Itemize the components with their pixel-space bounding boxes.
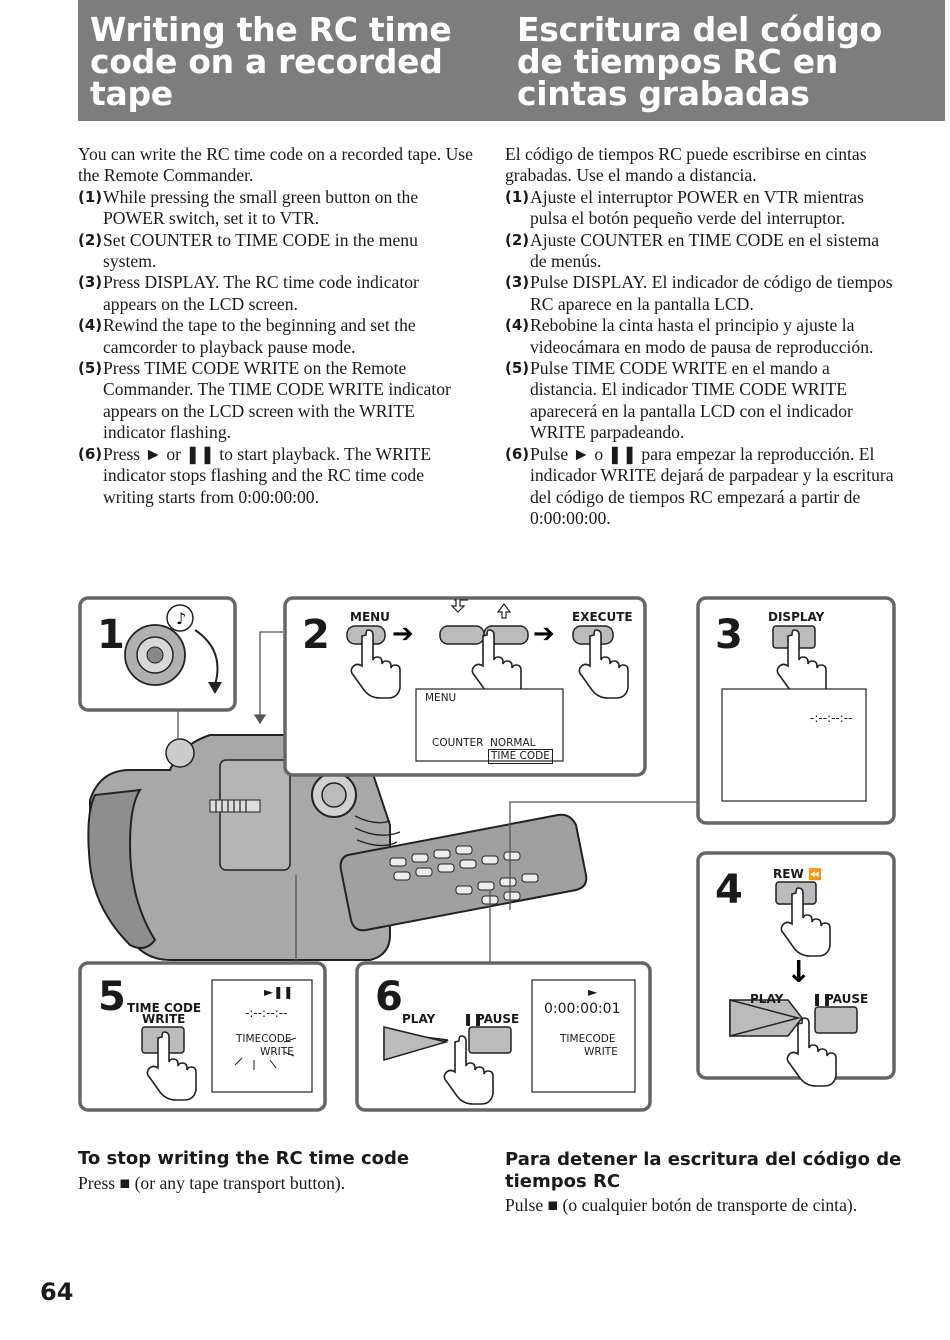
svg-text:♪: ♪ [176, 609, 186, 628]
step-number: (2) [505, 230, 530, 249]
list-item: (4)Rewind the tape to the beginning and … [78, 315, 473, 358]
screen5-time-code-value: -:--:--:-- [245, 1006, 288, 1020]
spanish-column: El código de tiempos RC puede escribirse… [505, 144, 900, 529]
step-text: Press TIME CODE WRITE on the Remote Comm… [103, 358, 451, 443]
menu-button-label: MENU [350, 610, 390, 624]
title-banner: Writing the RC time code on a recorded t… [78, 0, 945, 121]
illustration-drawing: ♪ ➔ ➔ ↓ [78, 596, 896, 1112]
step-number: (5) [78, 359, 103, 378]
time-code-write-label-line2: WRITE [142, 1012, 186, 1026]
list-item: (2)Set COUNTER to TIME CODE in the menu … [78, 230, 473, 273]
page-number: 64 [40, 1278, 74, 1306]
rew-button-label: REW [773, 867, 804, 881]
step-number: (3) [505, 273, 530, 292]
camcorder-drawing [87, 734, 401, 961]
step-text: Press DISPLAY. The RC time code indicato… [103, 272, 419, 314]
screen5-write-flashing: WRITE [260, 1046, 294, 1058]
list-item: (1)While pressing the small green button… [78, 187, 473, 230]
svg-text:➔: ➔ [392, 619, 414, 649]
play-icon: ► [588, 985, 598, 999]
step-text: Pulse ► o ❚❚ para empezar la reproducció… [530, 443, 894, 528]
english-intro: You can write the RC time code on a reco… [78, 144, 473, 186]
menu-screen-title: MENU [425, 692, 457, 704]
list-item: (5)Press TIME CODE WRITE on the Remote C… [78, 358, 473, 444]
spanish-steps: (1)Ajuste el interruptor POWER en VTR mi… [505, 187, 900, 530]
procedure-illustration: ♪ ➔ ➔ ↓ [70, 590, 910, 1120]
panel-5-number: 5 [98, 974, 126, 1020]
step-text: Pulse TIME CODE WRITE en el mando a dist… [530, 358, 853, 443]
english-column: You can write the RC time code on a reco… [78, 144, 473, 508]
step-text: Rebobine la cinta hasta el principio y a… [530, 315, 874, 357]
step-text: Ajuste el interruptor POWER en VTR mient… [530, 186, 864, 229]
time-code-write-label-line1: TIME CODE [127, 1001, 202, 1015]
stop-heading-english: To stop writing the RC time code [78, 1148, 410, 1169]
panel-4-number: 4 [715, 867, 743, 913]
step-text: Rewind the tape to the beginning and set… [103, 315, 416, 357]
page-title-spanish: Escritura del código de tiempos RC en ci… [517, 10, 882, 113]
screen6-write-label: WRITE [584, 1046, 618, 1058]
list-item: (3)Pulse DISPLAY. El indicador de código… [505, 272, 900, 315]
pause-button-label: PAUSE [476, 1012, 520, 1026]
step-number: (4) [505, 316, 530, 335]
english-steps: (1)While pressing the small green button… [78, 187, 473, 508]
spanish-intro: El código de tiempos RC puede escribirse… [505, 144, 867, 186]
list-item: (6)Pulse ► o ❚❚ para empezar la reproduc… [505, 444, 900, 530]
stop-heading-spanish: Para detener la escritura del código de … [505, 1149, 902, 1192]
list-item: (3)Press DISPLAY. The RC time code indic… [78, 272, 473, 315]
svg-text:➔: ➔ [533, 619, 555, 649]
pause-icon: ❚❚ [463, 1012, 484, 1026]
screen5-timecode-label: TIMECODE [236, 1033, 292, 1045]
step-text: Set COUNTER to TIME CODE in the menu sys… [103, 229, 418, 272]
list-item: (5)Pulse TIME CODE WRITE en el mando a d… [505, 358, 900, 444]
pause-icon: ❚❚ [812, 992, 833, 1006]
screen6-timecode-label: TIMECODE [560, 1033, 616, 1045]
step-text: Ajuste COUNTER en TIME CODE en el sistem… [530, 229, 880, 272]
pause-button-label: PAUSE [825, 992, 869, 1006]
list-item: (2)Ajuste COUNTER en TIME CODE en el sis… [505, 230, 900, 273]
step-text: Pulse DISPLAY. El indicador de código de… [530, 272, 893, 314]
step-number: (2) [78, 230, 103, 249]
step-text: Press ► or ❚❚ to start playback. The WRI… [103, 443, 432, 507]
step-number: (4) [78, 316, 103, 335]
stop-text-english: Press ■ (or any tape transport button). [78, 1173, 346, 1193]
page-title-english: Writing the RC time code on a recorded t… [90, 10, 452, 113]
step-number: (1) [78, 187, 103, 206]
list-item: (1)Ajuste el interruptor POWER en VTR mi… [505, 187, 900, 230]
rew-icon: ⏪ [808, 868, 822, 881]
panel-6-number: 6 [375, 974, 403, 1020]
play-pause-icon: ►❚❚ [264, 985, 294, 999]
step-number: (6) [505, 444, 530, 463]
menu-counter-label: COUNTER [432, 737, 484, 749]
screen6-time-code-value: 0:00:00:01 [544, 1001, 621, 1017]
panel-2-number: 2 [302, 612, 330, 658]
play-button-label: PLAY [402, 1012, 436, 1026]
play-button-label: PLAY [750, 992, 784, 1006]
step-number: (1) [505, 187, 530, 206]
menu-time-code-option: TIME CODE [488, 749, 553, 764]
step-number: (6) [78, 444, 103, 463]
svg-text:↓: ↓ [786, 955, 811, 990]
step-number: (5) [505, 359, 530, 378]
list-item: (4)Rebobine la cinta hasta el principio … [505, 315, 900, 358]
step-number: (3) [78, 273, 103, 292]
remote-commander-drawing [339, 813, 588, 932]
rc-time-code-indicator: -:--:--:-- [810, 711, 853, 725]
display-button-label: DISPLAY [768, 610, 825, 624]
execute-button-label: EXECUTE [572, 610, 633, 624]
menu-normal-option: NORMAL [490, 737, 536, 749]
panel-3-number: 3 [715, 612, 743, 658]
step-text: While pressing the small green button on… [103, 186, 419, 229]
stop-text-spanish: Pulse ■ (o cualquier botón de transporte… [505, 1195, 858, 1215]
list-item: (6)Press ► or ❚❚ to start playback. The … [78, 444, 473, 508]
panel-1-number: 1 [97, 612, 125, 658]
